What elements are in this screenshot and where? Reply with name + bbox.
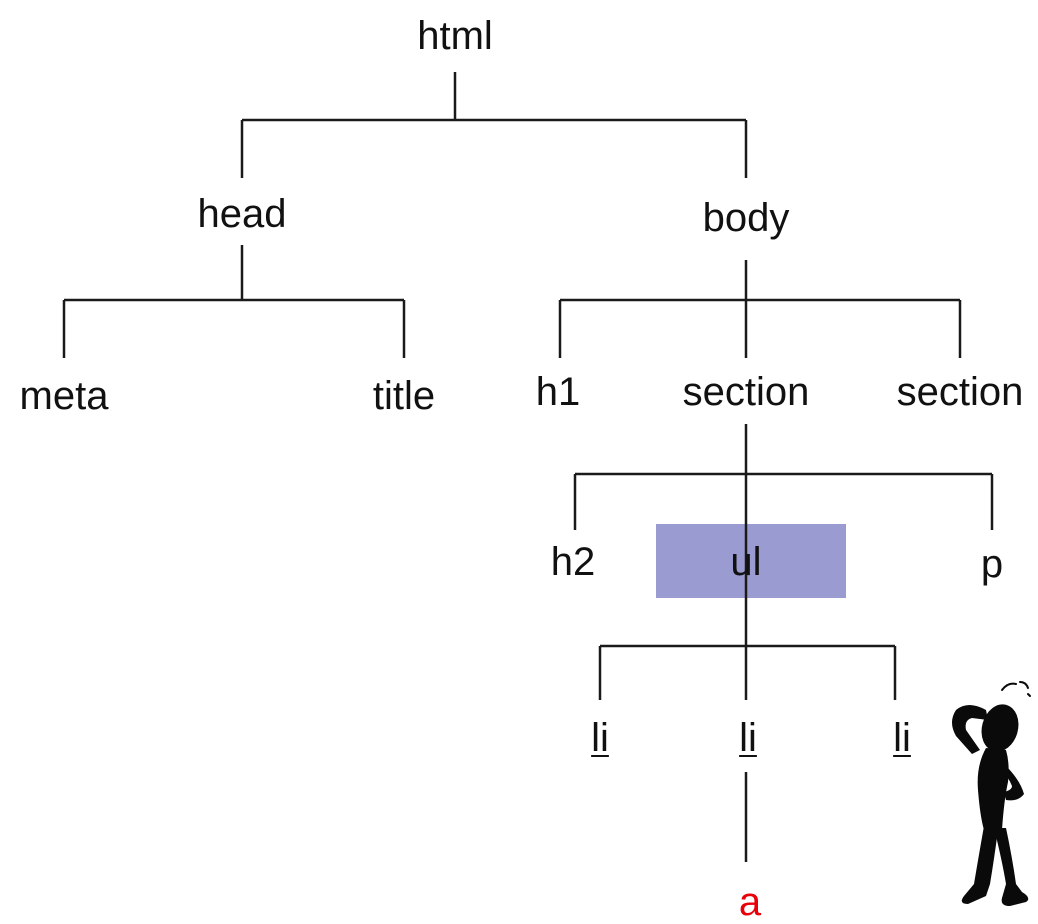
node-ul: ul	[730, 540, 762, 584]
thinking-person-icon	[952, 681, 1031, 906]
node-li-3: li	[893, 716, 911, 760]
node-p: p	[980, 542, 1004, 586]
node-meta: meta	[19, 374, 109, 418]
node-html: html	[417, 14, 493, 58]
node-h2: h2	[550, 540, 596, 584]
node-section-1: section	[682, 370, 810, 414]
ul-highlight-box	[656, 524, 846, 598]
node-li-1: li	[591, 716, 609, 760]
node-a: a	[738, 880, 762, 924]
node-head: head	[197, 192, 287, 236]
node-title: title	[372, 374, 436, 418]
node-section-2: section	[896, 370, 1024, 414]
node-li-2: li	[739, 716, 757, 760]
node-body: body	[702, 196, 790, 240]
node-h1: h1	[535, 370, 581, 414]
